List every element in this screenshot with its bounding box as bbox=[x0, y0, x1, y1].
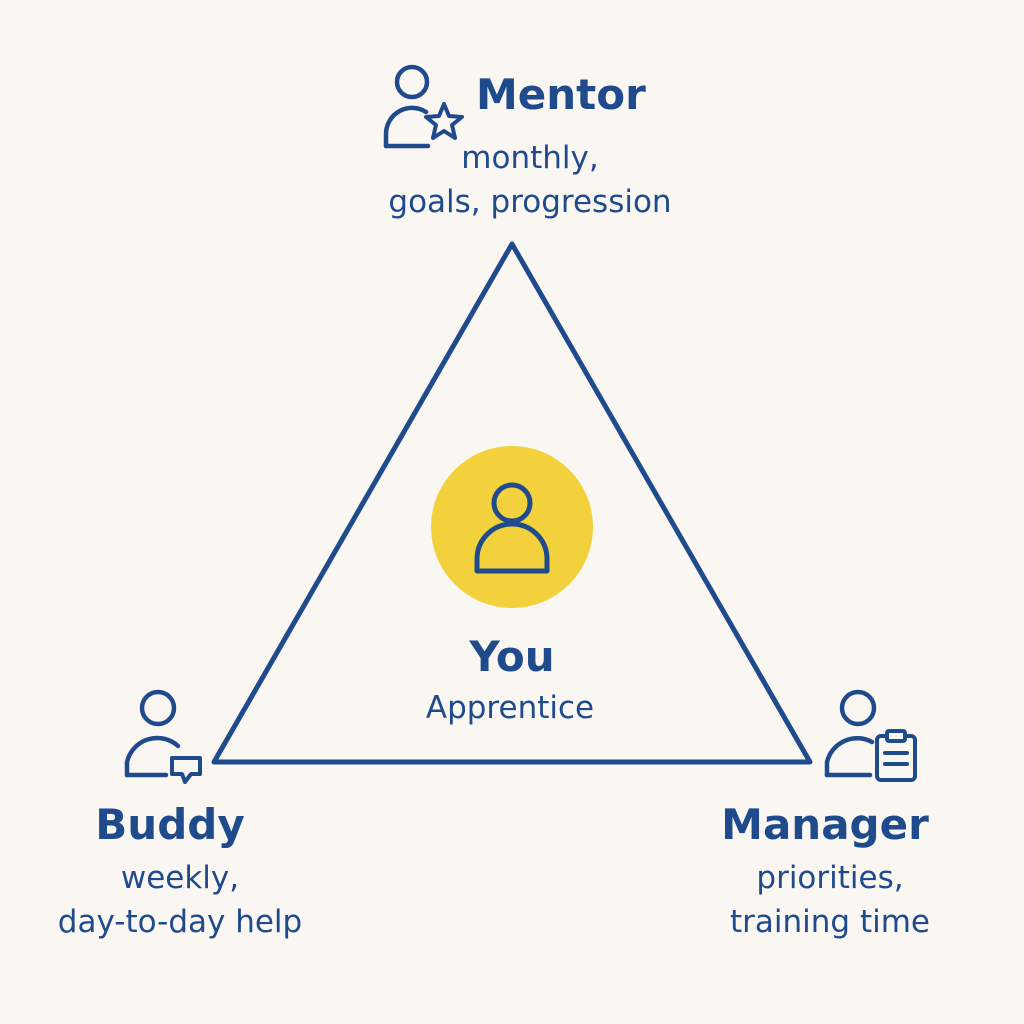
buddy-name: Buddy bbox=[95, 800, 245, 849]
person-chat-icon bbox=[124, 689, 202, 784]
manager-line-1: priorities, bbox=[756, 860, 904, 896]
person-icon bbox=[474, 482, 550, 574]
manager-description: priorities, training time bbox=[680, 856, 980, 944]
triangle-outline bbox=[211, 241, 813, 765]
mentor-line-2: goals, progression bbox=[388, 184, 672, 220]
mentor-description: monthly, goals, progression bbox=[330, 136, 730, 224]
manager-line-2: training time bbox=[730, 904, 930, 940]
center-name: You bbox=[469, 632, 555, 681]
mentor-name: Mentor bbox=[476, 70, 646, 119]
mentor-line-1: monthly, bbox=[461, 140, 599, 176]
manager-name: Manager bbox=[721, 800, 929, 849]
buddy-description: weekly, day-to-day help bbox=[30, 856, 330, 944]
buddy-line-1: weekly, bbox=[120, 860, 240, 896]
buddy-line-2: day-to-day help bbox=[57, 904, 303, 940]
person-star-icon bbox=[383, 64, 464, 149]
center-role: Apprentice bbox=[425, 690, 595, 726]
center-circle bbox=[431, 446, 593, 608]
person-clipboard-icon bbox=[824, 689, 917, 782]
